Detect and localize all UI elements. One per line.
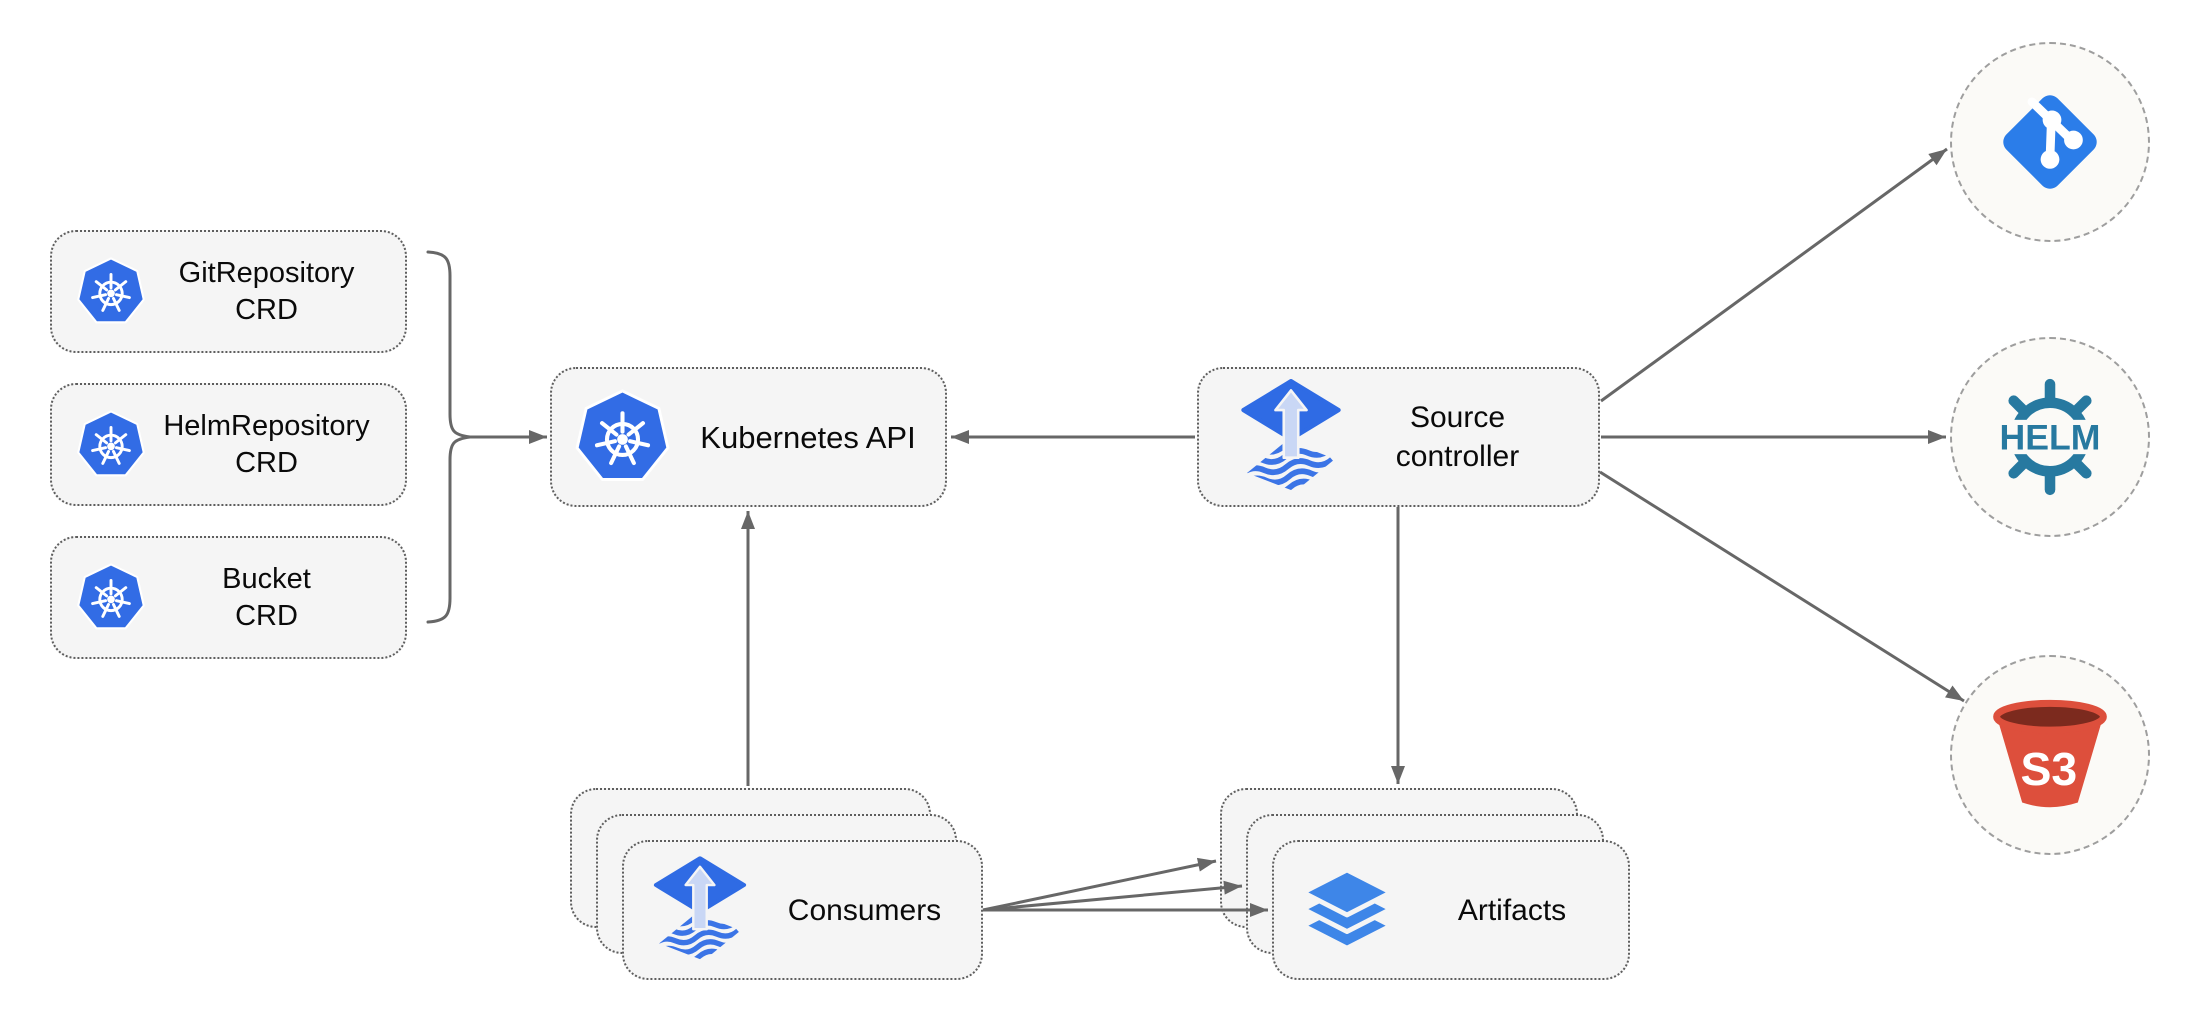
node-artifacts: Artifacts <box>1272 840 1630 980</box>
node-bucket-crd: Bucket CRD <box>50 536 407 659</box>
node-git-repository <box>1950 42 2150 242</box>
node-label: Artifacts <box>1457 893 1567 927</box>
kubernetes-icon <box>574 389 671 486</box>
edge-consumers-to-artifacts-1 <box>982 857 1217 912</box>
s3-logo-text: S3 <box>2020 743 2077 795</box>
crd-group-bracket <box>426 250 471 624</box>
helm-icon: HELM <box>1984 371 2116 503</box>
node-gitrepository-crd: GitRepository CRD <box>50 230 407 353</box>
kubernetes-icon <box>76 410 146 480</box>
node-label: Consumers <box>787 893 942 927</box>
layers-icon <box>1298 866 1396 954</box>
edge-source-controller-to-s3 <box>1599 470 1965 703</box>
node-source-controller: Source controller <box>1197 367 1600 507</box>
kubernetes-icon <box>76 257 146 327</box>
git-icon <box>1983 75 2117 209</box>
flux-source-icon <box>1239 379 1343 495</box>
node-label: Bucket CRD <box>222 562 311 632</box>
s3-bucket-icon: S3 <box>1992 697 2108 813</box>
node-label: GitRepository CRD <box>178 256 355 326</box>
node-kubernetes-api: Kubernetes API <box>550 367 947 507</box>
node-label: Source controller <box>1395 401 1520 473</box>
edge-source-controller-to-git <box>1600 147 1948 403</box>
helm-logo-text: HELM <box>2000 418 2101 458</box>
node-label: Kubernetes API <box>700 419 916 455</box>
flux-source-icon <box>652 856 748 964</box>
node-helmrepository-crd: HelmRepository CRD <box>50 383 407 506</box>
node-consumers: Consumers <box>622 840 983 980</box>
kubernetes-icon <box>76 563 146 633</box>
node-label: HelmRepository CRD <box>163 409 370 479</box>
node-s3-bucket: S3 <box>1950 655 2150 855</box>
edge-consumers-to-artifacts-2 <box>982 880 1243 912</box>
node-helm-repository: HELM <box>1950 337 2150 537</box>
